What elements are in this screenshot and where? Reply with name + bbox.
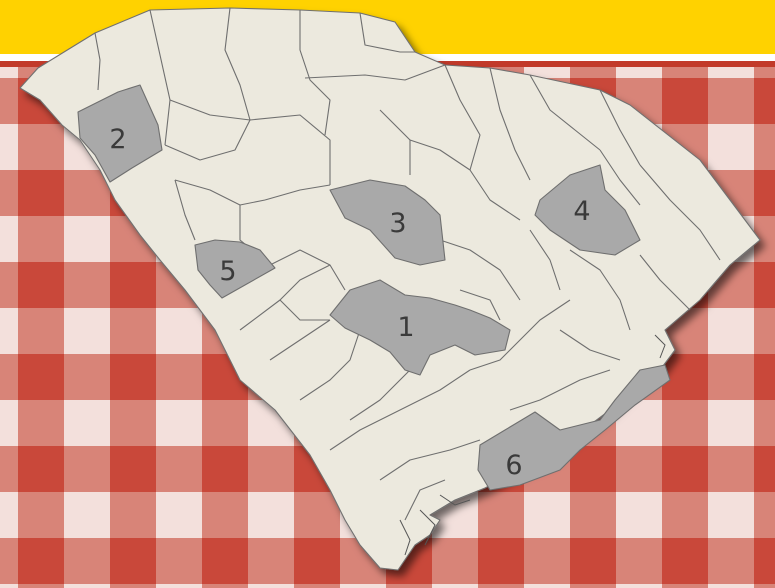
coastline-details (399, 334, 666, 556)
region-5-label: 5 (219, 256, 236, 287)
region-1-county[interactable] (329, 279, 511, 376)
region-2-county[interactable] (77, 84, 163, 183)
region-3-label: 3 (389, 208, 406, 239)
region-6-label: 6 (505, 450, 522, 481)
region-5-county[interactable] (194, 239, 276, 299)
region-6-county[interactable] (477, 364, 671, 491)
county-lines (94, 7, 721, 521)
region-4-label: 4 (573, 196, 590, 227)
region-1-label: 1 (397, 312, 414, 343)
region-2-label: 2 (109, 124, 126, 155)
region-3-county[interactable] (329, 179, 446, 266)
region-4-county[interactable] (534, 164, 641, 256)
